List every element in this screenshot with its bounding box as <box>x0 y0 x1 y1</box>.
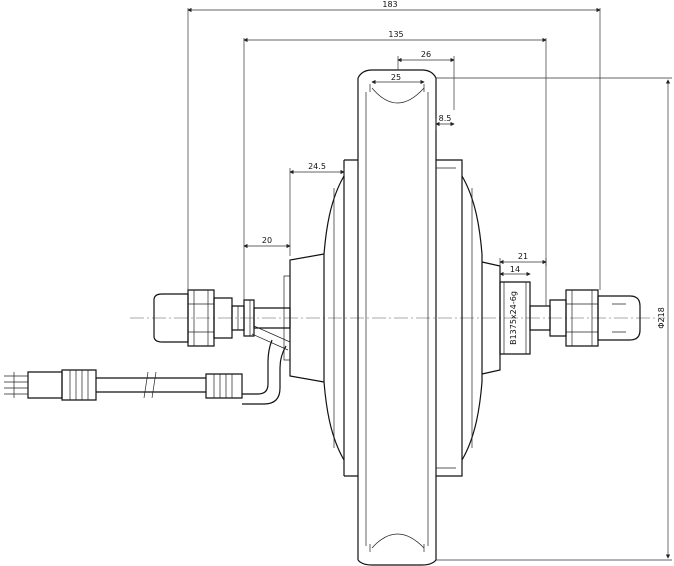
dimension-labels: 183 135 26 25 8.5 24.5 20 21 14 Φ218 B13… <box>262 0 666 345</box>
left-axle-assembly <box>153 289 291 347</box>
dim-left-shaft: 20 <box>262 236 272 245</box>
thread-spec-label: B1375x24-6g <box>509 291 518 345</box>
dim-hub-step: 24.5 <box>308 162 326 171</box>
dim-offset-8-5: 8.5 <box>439 114 452 123</box>
dim-diameter: Φ218 <box>657 307 666 329</box>
power-cable <box>4 325 291 405</box>
dim-thread-length: 14 <box>510 265 520 274</box>
dim-rim-width: 25 <box>391 73 401 82</box>
dim-right-shaft: 21 <box>518 252 528 261</box>
rim <box>357 69 437 566</box>
dim-offset-26: 26 <box>421 50 431 59</box>
right-axle-assembly <box>529 289 641 347</box>
dim-overall-width: 183 <box>382 0 397 9</box>
dim-inner-width: 135 <box>388 30 403 39</box>
right-hub-shell <box>436 159 531 477</box>
left-hub-shell <box>283 159 358 477</box>
dimension-lines <box>187 7 672 561</box>
